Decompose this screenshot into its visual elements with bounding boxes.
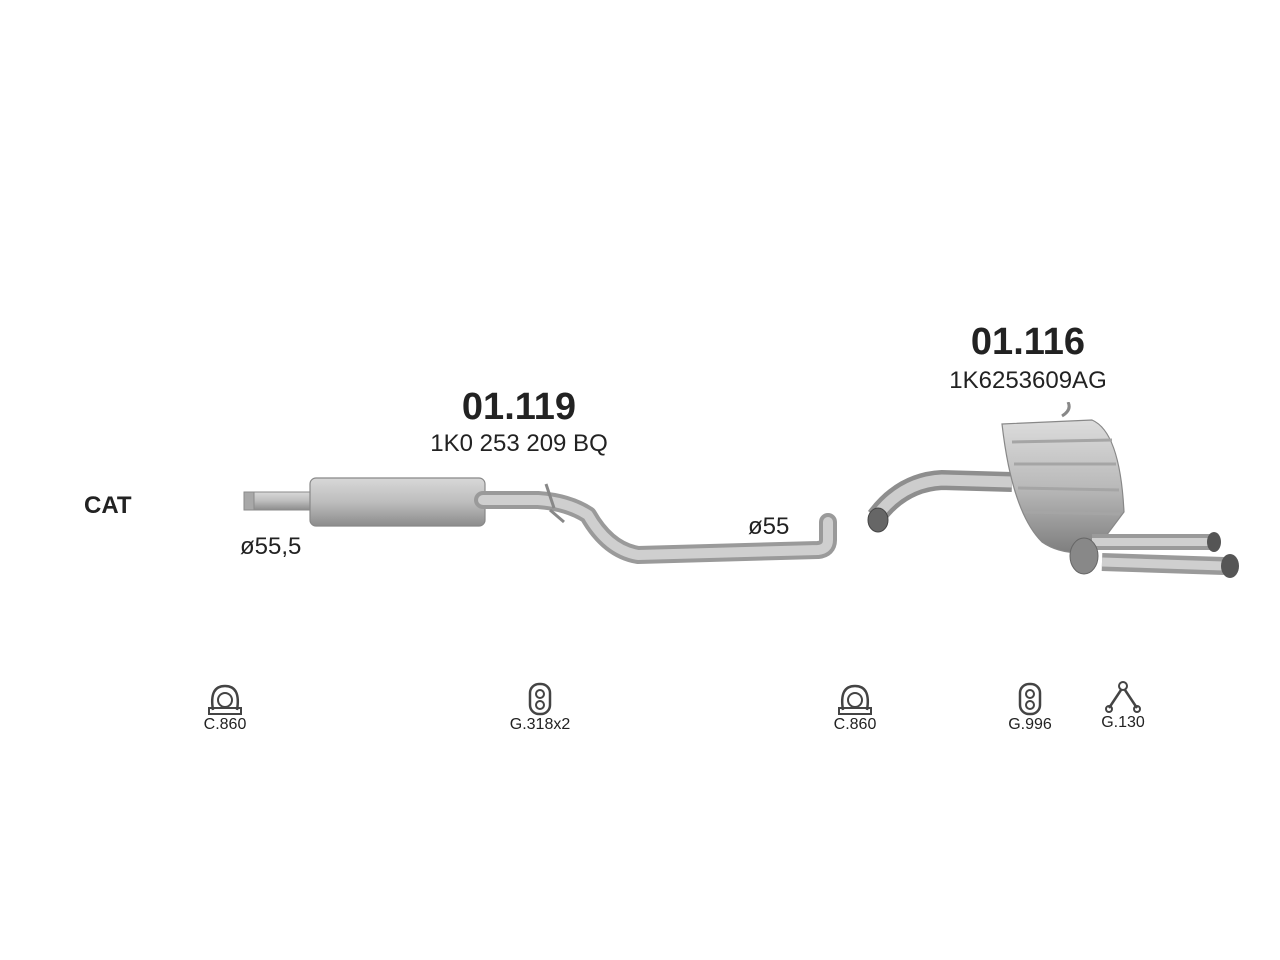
part-number-front: 01.119 [461, 386, 577, 428]
hanger-icon [1105, 681, 1141, 713]
accessory-4: G.996 [980, 682, 1080, 734]
accessory-2: G.318x2 [490, 682, 590, 734]
rubber-mount-icon [1018, 682, 1042, 716]
accessory-5: G.130 [1073, 680, 1173, 732]
cat-label: CAT [84, 492, 132, 519]
accessory-3: C.860 [805, 682, 905, 734]
clamp-icon [838, 684, 872, 715]
accessory-1: C.860 [175, 682, 275, 734]
part-number-rear: 01.116 [970, 321, 1086, 363]
accessory-label: G.130 [1101, 714, 1145, 731]
front-silencer-drawing [243, 477, 837, 564]
accessory-label: C.860 [833, 716, 877, 733]
outlet-diameter-label: ø55 [748, 513, 790, 540]
oem-number-front: 1K0 253 209 BQ [430, 430, 608, 457]
accessory-label: G.996 [1008, 716, 1052, 733]
clamp-icon [208, 684, 242, 715]
rear-silencer-drawing [867, 402, 1239, 578]
accessory-label: G.318x2 [509, 716, 571, 733]
accessory-label: C.860 [203, 716, 247, 733]
oem-number-rear: 1K6253609AG [949, 367, 1107, 394]
rubber-mount-icon [528, 682, 552, 716]
inlet-diameter-label: ø55,5 [240, 533, 302, 560]
